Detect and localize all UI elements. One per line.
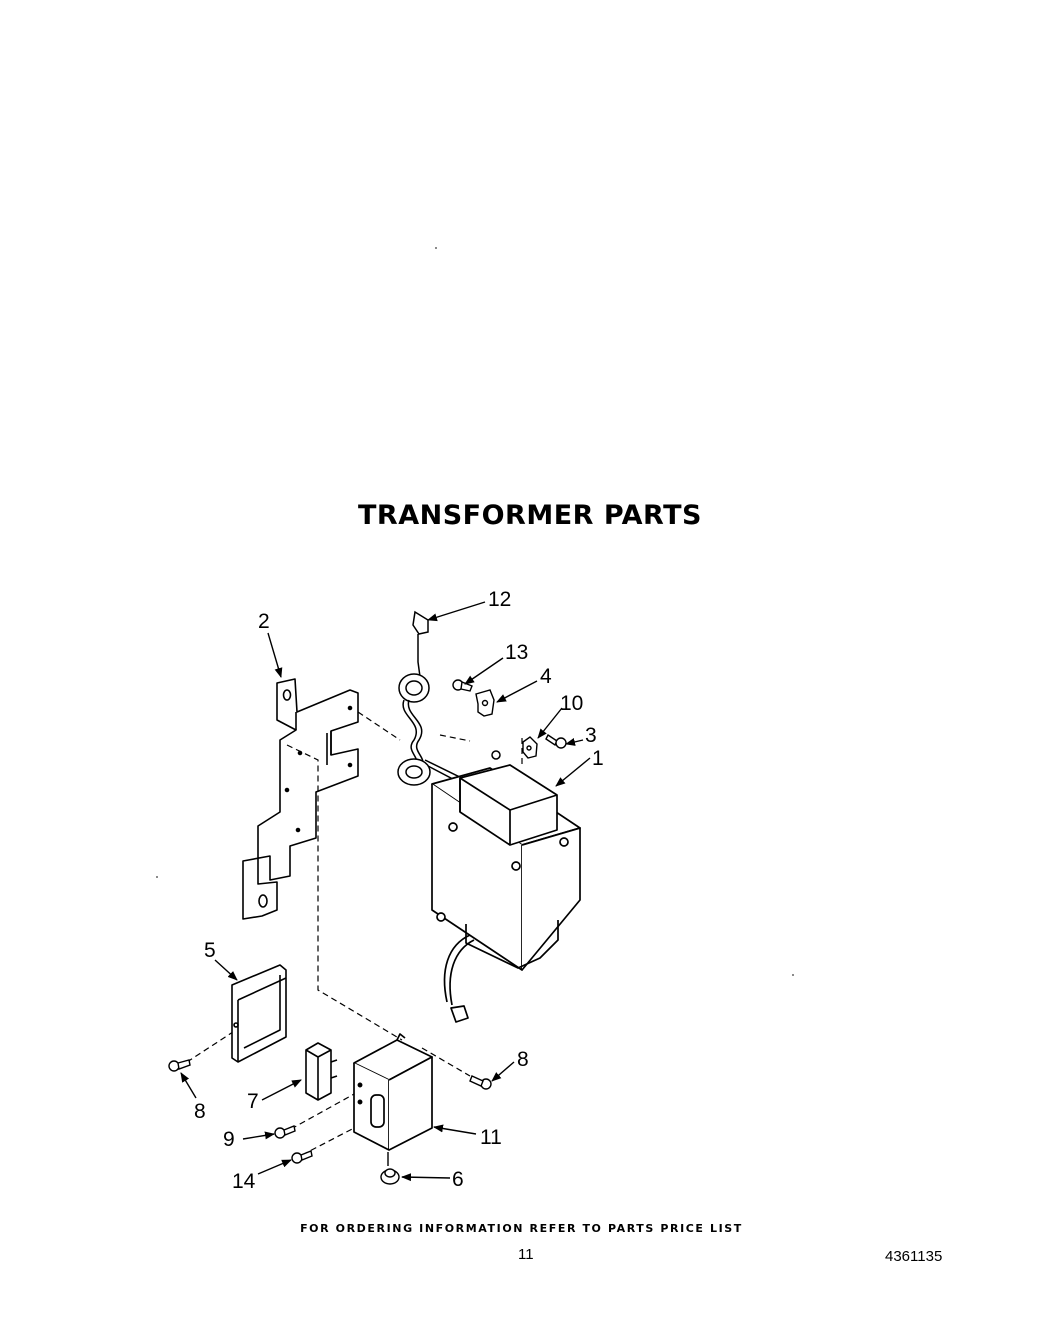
page-title: TRANSFORMER PARTS xyxy=(358,500,702,531)
leader-6 xyxy=(401,1173,451,1182)
document-number: 4361135 xyxy=(885,1248,943,1265)
callout-5: 5 xyxy=(204,939,216,962)
screw-3 xyxy=(545,733,567,749)
callout-7: 7 xyxy=(247,1090,259,1113)
leader-4 xyxy=(496,680,538,703)
callout-8: 8 xyxy=(517,1048,529,1071)
callout-11: 11 xyxy=(480,1126,502,1149)
callout-10: 10 xyxy=(560,692,583,715)
leader-13 xyxy=(464,657,504,685)
clip-4 xyxy=(475,689,495,717)
leader-arrows xyxy=(180,601,591,1182)
screw-13 xyxy=(452,679,473,692)
leader-8b xyxy=(491,1061,515,1082)
callout-8: 8 xyxy=(194,1100,206,1123)
callout-12: 12 xyxy=(488,588,511,611)
callout-1: 1 xyxy=(592,747,604,770)
leader-2 xyxy=(267,632,283,678)
scan-speck xyxy=(435,247,437,249)
leader-7 xyxy=(261,1079,302,1101)
leader-8a xyxy=(180,1072,197,1099)
tab-10 xyxy=(522,736,538,759)
transformer xyxy=(431,764,581,1023)
callout-9: 9 xyxy=(223,1128,235,1151)
leader-12 xyxy=(427,601,486,622)
leader-14 xyxy=(257,1159,292,1175)
leader-10 xyxy=(537,707,563,739)
callout-6: 6 xyxy=(452,1168,464,1191)
callout-2: 2 xyxy=(258,610,270,633)
callout-4: 4 xyxy=(540,665,552,688)
leader-5 xyxy=(214,959,238,981)
callout-14: 14 xyxy=(232,1170,256,1193)
callout-3: 3 xyxy=(585,724,597,747)
capacitor xyxy=(353,1033,433,1151)
scan-speck xyxy=(792,974,794,976)
page-number: 11 xyxy=(518,1246,534,1263)
block-7 xyxy=(305,1042,338,1101)
callout-13: 13 xyxy=(505,641,528,664)
mounting-bracket xyxy=(242,678,359,920)
leader-9 xyxy=(242,1131,275,1140)
screws xyxy=(168,1059,492,1164)
leader-11 xyxy=(433,1124,477,1135)
leader-3 xyxy=(565,738,584,746)
ordering-info-note: FOR ORDERING INFORMATION REFER TO PARTS … xyxy=(300,1222,743,1235)
foot-6 xyxy=(380,1152,400,1185)
leader-1 xyxy=(555,757,591,787)
cover-5 xyxy=(231,964,287,1063)
scan-speck xyxy=(156,876,158,878)
